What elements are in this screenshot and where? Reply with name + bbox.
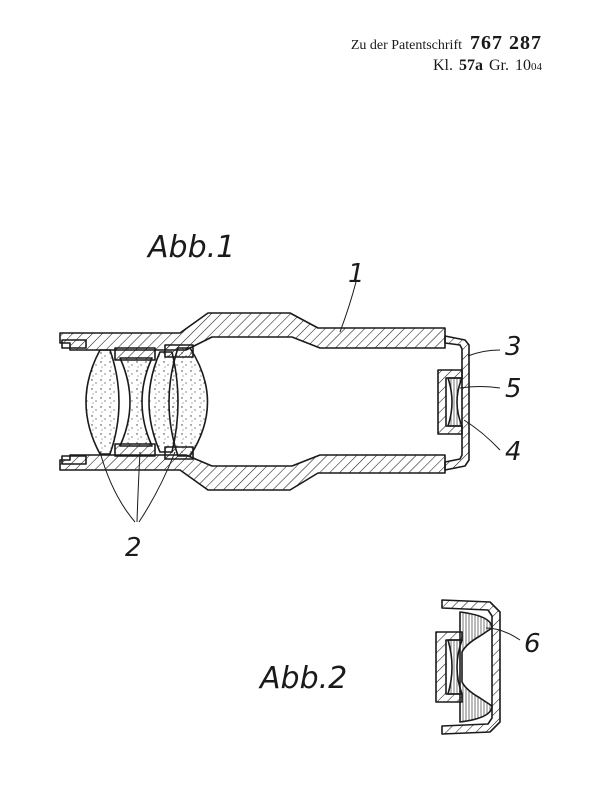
numeral-3: 3 <box>505 332 522 362</box>
patent-classification: Kl. 57a Gr. 1004 <box>351 57 542 75</box>
figure-2-eyepiece-cap <box>435 599 501 735</box>
patent-header: Zu der Patentschrift 767 287 Kl. 57a Gr.… <box>351 32 542 75</box>
barrel-bottom-wall <box>59 454 446 491</box>
lens-element-1 <box>85 349 120 455</box>
group-value-wrap: 1004 <box>515 57 542 75</box>
class-value: 57a <box>459 57 483 74</box>
leader-2b <box>136 451 141 523</box>
patent-header-line1: Zu der Patentschrift 767 287 <box>351 32 542 55</box>
leader-1 <box>339 281 357 333</box>
front-sleeve-bottom <box>61 455 87 465</box>
leader-2c <box>138 451 176 523</box>
front-sleeve-top <box>61 339 87 349</box>
leader-2a <box>99 451 136 523</box>
numeral-4: 4 <box>505 437 522 467</box>
lens-element-4 <box>168 347 209 457</box>
patent-prefix: Zu der Patentschrift <box>350 38 462 53</box>
barrel-top-wall <box>59 312 446 351</box>
leader-4 <box>463 419 501 451</box>
numeral-1: 1 <box>348 259 365 289</box>
leader-3 <box>467 349 501 357</box>
figure-2-label: Abb.2 <box>258 661 347 696</box>
numeral-6: 6 <box>524 629 541 659</box>
group-subvalue: 04 <box>531 61 542 73</box>
leader-6 <box>485 627 521 641</box>
patent-number: 767 287 <box>470 32 542 54</box>
class-label: Kl. <box>433 57 453 74</box>
numeral-5: 5 <box>505 374 522 404</box>
negative-lens-mount <box>437 369 463 435</box>
figure-1-lens-barrel <box>59 312 470 491</box>
group-label: Gr. <box>489 57 509 74</box>
rear-cap <box>444 335 470 471</box>
cap-lens <box>447 639 463 695</box>
figure-1-leaders <box>99 281 501 523</box>
negative-lens <box>447 377 463 427</box>
cap-lens-mount <box>435 631 463 703</box>
lens-element-2 <box>119 357 153 447</box>
figure-1-label: Abb.1 <box>146 230 235 265</box>
group-value: 10 <box>515 57 531 74</box>
cap-curved-insert <box>459 611 493 723</box>
cap-shell <box>441 599 501 735</box>
numeral-2: 2 <box>125 533 142 563</box>
leader-5 <box>459 386 501 389</box>
